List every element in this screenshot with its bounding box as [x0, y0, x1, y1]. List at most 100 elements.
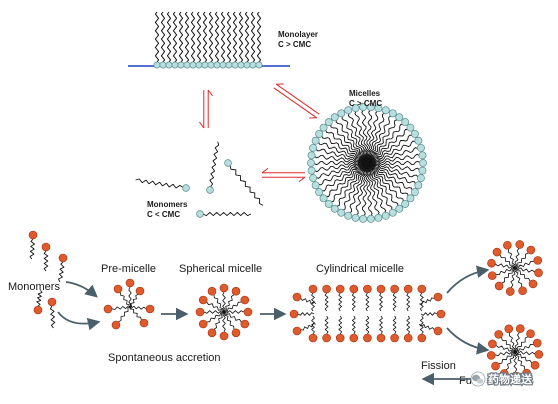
monomer-diagonal-head	[224, 159, 232, 167]
micelle-tail	[223, 294, 235, 313]
arrow-fission-lower	[446, 327, 490, 355]
micelle-head	[388, 109, 397, 118]
micelle-head	[207, 328, 217, 338]
monolayer-tail	[232, 11, 238, 63]
monomer-head	[28, 230, 38, 240]
monolayer-title: Monolayer	[278, 30, 318, 39]
micelle-head	[315, 129, 324, 138]
fusion-label: Fu	[459, 375, 472, 387]
micelle-head	[418, 151, 427, 160]
cyl-tail	[406, 315, 410, 335]
micelle-head	[351, 213, 360, 222]
micelle-tail	[222, 291, 226, 313]
monomer-upright-head	[206, 186, 214, 194]
micelle-head	[518, 286, 527, 296]
cyl-cap-tail	[420, 312, 438, 316]
cyl-head	[349, 333, 359, 343]
pre-micelle-tail	[129, 294, 139, 309]
cyl-head	[335, 333, 345, 343]
monolayer-tail	[208, 11, 214, 63]
micelle-tail	[314, 161, 365, 173]
micelle-tail	[365, 165, 373, 217]
micelle-tail	[223, 310, 245, 314]
micelle-tail	[369, 163, 419, 178]
micelle-tail	[361, 109, 369, 161]
micelle-tail	[203, 310, 225, 314]
micelle-tail	[315, 162, 365, 179]
monolayer-head	[177, 61, 185, 69]
cyl-head	[403, 333, 413, 343]
micelle-head	[401, 199, 410, 208]
micelle-head	[494, 330, 504, 339]
micelle-head	[526, 245, 536, 255]
micelle-tail	[325, 129, 366, 162]
micelle-head	[374, 104, 383, 113]
cyl-head	[308, 333, 318, 343]
cyl-head	[417, 284, 427, 294]
micelle-head	[319, 123, 328, 132]
micelle-head	[491, 361, 500, 371]
micelle-tail	[507, 248, 516, 269]
bottom-monomers-label: Monomers	[8, 281, 60, 293]
micelle-head	[486, 351, 496, 360]
micelle-tail	[223, 311, 235, 330]
cyl-tail	[420, 292, 424, 312]
micelle-head	[503, 240, 512, 250]
monomer-tail	[29, 238, 35, 260]
micelle-head	[307, 151, 316, 160]
cyl-cap-tail	[300, 298, 317, 305]
micelle-head	[330, 113, 339, 122]
micelle-tail	[213, 294, 225, 313]
pre-micelle-tail	[111, 305, 132, 310]
micelle-head	[324, 199, 333, 208]
micelle-head	[418, 166, 427, 175]
micelle-tail	[514, 252, 529, 269]
pre-micelle-tail	[128, 286, 132, 309]
micelle-tail	[369, 153, 420, 165]
micelle-head	[311, 181, 320, 190]
monolayer-head	[183, 61, 191, 69]
micelle-head	[315, 188, 324, 197]
micelle-tail	[514, 344, 534, 353]
micelle-tail	[514, 260, 535, 269]
micelle-head	[344, 106, 353, 115]
micelle-tail	[206, 311, 225, 323]
micelle-tail	[361, 165, 369, 217]
micelle-tail	[369, 164, 413, 191]
micelle-head	[309, 143, 318, 152]
micelle-tail	[367, 110, 379, 161]
pre-micelle-head	[113, 284, 123, 294]
micelle-tail	[366, 165, 387, 214]
micelle-head	[319, 194, 328, 203]
micelle-tail	[513, 351, 518, 373]
micelles-title: Micelles	[349, 89, 381, 98]
micelle-tail	[368, 119, 398, 161]
cyl-cap-tail	[418, 323, 435, 330]
micelle-tail	[365, 165, 380, 216]
monomer-tail	[36, 289, 43, 307]
micelle-tail	[495, 345, 516, 353]
micelle-head	[311, 136, 320, 145]
fission-label: Fission	[421, 360, 456, 372]
micelle-head	[240, 319, 250, 329]
cyl-tail	[324, 315, 329, 335]
micelle-tail	[369, 134, 413, 163]
micelles-condition: C > CMC	[349, 99, 382, 108]
micelle-head	[359, 103, 368, 112]
monolayer-head	[195, 61, 203, 69]
equilibrium-arrows	[198, 83, 320, 183]
cyl-tail	[379, 315, 383, 335]
cyl-cap-head	[436, 309, 446, 319]
micelle-tail	[369, 147, 419, 164]
cyl-head	[417, 333, 427, 343]
micelle-tail	[349, 165, 367, 214]
micelle-tail	[369, 129, 409, 162]
cylindrical-micelle	[289, 284, 446, 343]
micelle-head	[528, 279, 538, 289]
pre-micelle-head	[103, 304, 113, 314]
pre-micelle-tail	[119, 292, 131, 308]
micelle-tail	[505, 351, 516, 371]
micelle-tail	[368, 164, 409, 197]
arrow-backward-head	[261, 167, 269, 174]
micelle-head	[487, 258, 496, 268]
